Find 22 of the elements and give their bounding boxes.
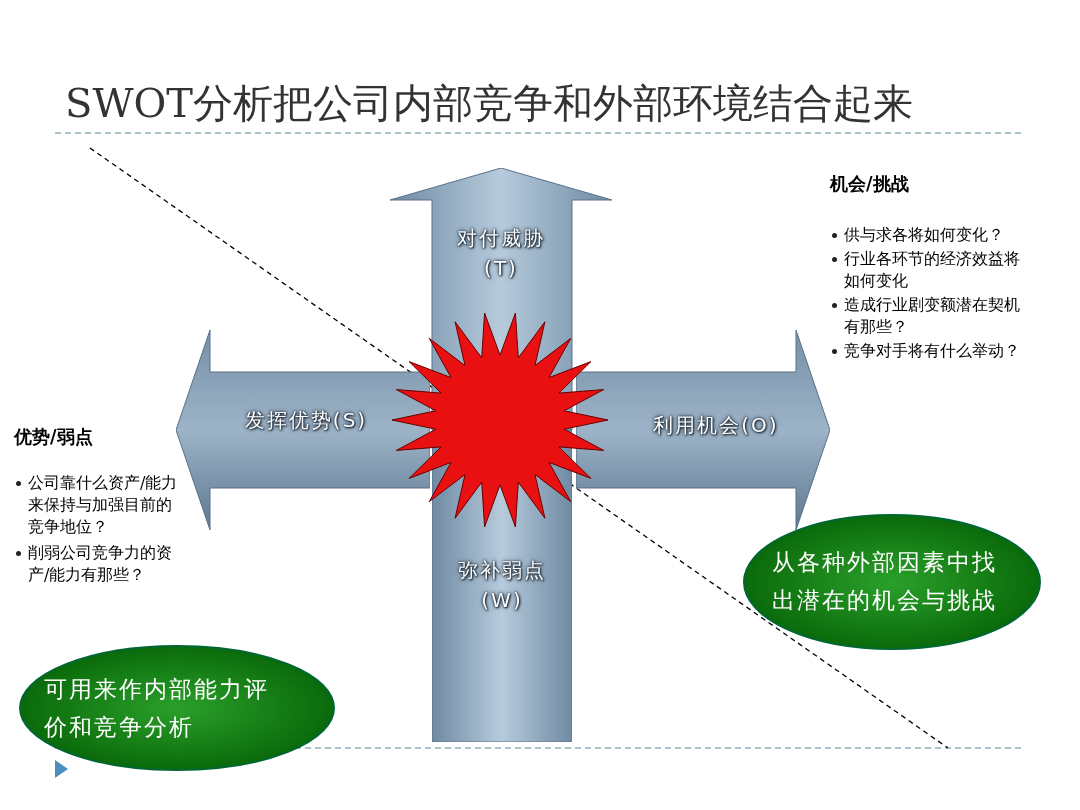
callout-text: 从各种外部因素中找出潜在的机会与挑战 <box>772 548 998 615</box>
arrow-label: 对付威胁 <box>456 225 546 252</box>
callout-text: 可用来作内部能力评价和竞争分析 <box>44 675 270 742</box>
arrow-label: (W) <box>480 587 524 614</box>
ellipse-shape <box>18 644 336 772</box>
title: SWOT分析把公司内部竞争和外部环境结合起来 <box>65 79 913 128</box>
arrow-label: 利用机会(O) <box>652 412 780 439</box>
arrow-label: 发挥优势(S) <box>243 407 369 434</box>
arrow-shape <box>176 330 430 530</box>
bullet-text: 造成行业剧变额潜在契机有那些？ <box>844 294 1021 338</box>
arrow-label: 弥补弱点 <box>457 557 547 584</box>
starburst-shape <box>392 312 608 528</box>
bullet-text: 公司靠什么资产/能力来保持与加强目前的竞争地位？ <box>28 472 178 538</box>
section-heading: 机会/挑战 <box>830 172 909 196</box>
arrow-shape <box>576 330 830 530</box>
arrow-label: (T) <box>483 255 519 282</box>
bullet-text: 竞争对手将有什么举动？ <box>844 340 1021 362</box>
ellipse-shape <box>742 513 1042 651</box>
bullet-text: 行业各环节的经济效益将如何变化 <box>844 248 1021 292</box>
section-heading: 优势/弱点 <box>14 425 93 449</box>
bullet-text: 供与求各将如何变化？ <box>844 224 1005 246</box>
bullet-text: 削弱公司竞争力的资产/能力有那些？ <box>28 542 173 586</box>
